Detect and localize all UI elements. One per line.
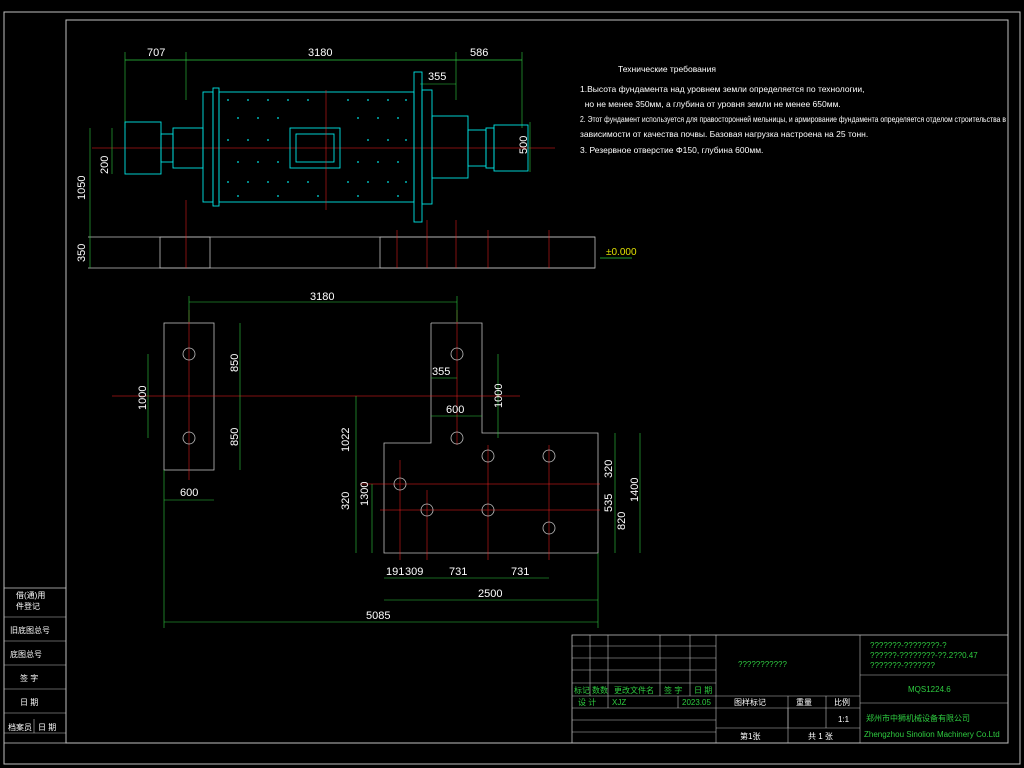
plan-dim-320-b: 320 bbox=[603, 460, 615, 478]
plan-dim-3180: 3180 bbox=[310, 291, 334, 303]
outer-frame bbox=[3, 11, 1021, 765]
requirements-line-2: но не менее 350мм, а глубина от уровня з… bbox=[580, 99, 841, 109]
plan-dim-600: 600 bbox=[446, 404, 464, 416]
stamp-sign: 签 字 bbox=[20, 673, 38, 683]
tb-header-sign: 签 字 bbox=[664, 685, 682, 695]
plan-dim-1400: 1400 bbox=[629, 478, 641, 502]
stamp-archivist: 档案员 bbox=[8, 722, 32, 732]
tb-design-label: 设 计 bbox=[578, 697, 596, 707]
technical-requirements: Технические требования 1.Высота фундамен… bbox=[580, 64, 1006, 155]
dim-200: 200 bbox=[99, 156, 111, 174]
plan-dim-1022: 1022 bbox=[340, 428, 352, 452]
plan-dim-535: 535 bbox=[603, 494, 615, 512]
plan-dim-355: 355 bbox=[432, 366, 450, 378]
tb-header-file: 更改文件名 bbox=[614, 685, 654, 695]
tb-company-cn: 郑州市中狮机械设备有限公司 bbox=[866, 713, 970, 723]
plan-dim-820: 820 bbox=[616, 512, 628, 530]
plan-dim-731-a: 731 bbox=[449, 566, 467, 578]
requirements-title: Технические требования bbox=[618, 64, 716, 74]
plan-dim-1300: 1300 bbox=[359, 482, 371, 506]
requirements-line-3: 2. Этот фундамент используется для право… bbox=[580, 114, 1006, 124]
tb-header-date: 日 期 bbox=[694, 686, 712, 695]
dim-355-top: 355 bbox=[428, 71, 446, 83]
plan-dim-850-b: 850 bbox=[229, 428, 241, 446]
dim-3180-top: 3180 bbox=[308, 47, 332, 59]
tb-sheet: 第1张 bbox=[740, 731, 760, 741]
plan-dim-731-b: 731 bbox=[511, 566, 529, 578]
plan-dim-1000-left: 1000 bbox=[137, 386, 149, 410]
anchor-holes bbox=[182, 347, 556, 535]
tb-spec-line-1: ???????-????????-? bbox=[870, 641, 947, 650]
mill-body bbox=[124, 71, 529, 223]
tb-total: 共 1 张 bbox=[808, 732, 833, 741]
tb-header-count: 数数 bbox=[592, 685, 608, 695]
tb-spec-line-2: ??????-????????-??.2??0.47 bbox=[870, 651, 978, 660]
plan-dim-320-a: 320 bbox=[340, 492, 352, 510]
plan-dim-5085: 5085 bbox=[366, 610, 390, 622]
tb-center-text: ??????????? bbox=[738, 660, 787, 669]
requirements-line-4: зависимости от качества почвы. Базовая н… bbox=[580, 129, 868, 139]
inner-frame bbox=[65, 19, 1009, 744]
dim-500: 500 bbox=[518, 136, 530, 154]
plan-dim-1000-right: 1000 bbox=[493, 384, 505, 408]
stamp-date: 日 期 bbox=[20, 698, 38, 707]
plan-view: 3180 850 850 1000 600 355 600 1000 1022 … bbox=[112, 291, 641, 628]
tb-spec-line-3: ???????-??????? bbox=[870, 661, 936, 670]
stamp-date-2: 日 期 bbox=[38, 723, 56, 732]
title-block: 标记 数数 更改文件名 签 字 日 期 设 计 XJZ 2023.05 ????… bbox=[571, 634, 1009, 744]
tb-header-mark: 标记 bbox=[574, 685, 590, 695]
dim-1050: 1050 bbox=[76, 176, 88, 200]
stamp-old-base-no: 旧底图总号 bbox=[10, 625, 50, 635]
plan-dim-191: 191 bbox=[386, 566, 404, 578]
tb-company-en: Zhengzhou Sinolion Machinery Co.Ltd bbox=[864, 730, 1000, 739]
tb-drawing-no: MQS1224.6 bbox=[908, 685, 951, 694]
stamp-register: 件登记 bbox=[16, 601, 40, 611]
tb-pattern-mark: 图样标记 bbox=[734, 697, 766, 707]
plan-dim-2500: 2500 bbox=[478, 588, 502, 600]
plan-dim-309: 309 bbox=[405, 566, 423, 578]
requirements-line-1: 1.Высота фундамента над уровнем земли оп… bbox=[580, 84, 865, 94]
tb-ratio: 1:1 bbox=[838, 715, 850, 724]
dim-586: 586 bbox=[470, 47, 488, 59]
plan-dim-600-left: 600 bbox=[180, 487, 198, 499]
dim-350: 350 bbox=[76, 244, 88, 262]
left-stamp: 借(通)用 件登记 旧底图总号 底图总号 签 字 日 期 档案员 日 期 bbox=[3, 587, 67, 744]
requirements-line-5: 3. Резервное отверстие Φ150, глубина 600… bbox=[580, 145, 763, 155]
dim-707: 707 bbox=[147, 47, 165, 59]
elevation-view: 707 3180 586 355 bbox=[76, 47, 637, 269]
shell-bolt-dots bbox=[227, 99, 407, 197]
stamp-borrow: 借(通)用 bbox=[16, 590, 45, 600]
stamp-base-no: 底图总号 bbox=[10, 649, 42, 659]
tb-ratio-label: 比例 bbox=[834, 697, 850, 707]
tb-date: 2023.05 bbox=[682, 698, 711, 707]
tb-designer: XJZ bbox=[612, 698, 626, 707]
level-mark: ±0.000 bbox=[606, 247, 637, 258]
tb-weight: 重量 bbox=[796, 697, 812, 707]
plan-dim-850-a: 850 bbox=[229, 354, 241, 372]
